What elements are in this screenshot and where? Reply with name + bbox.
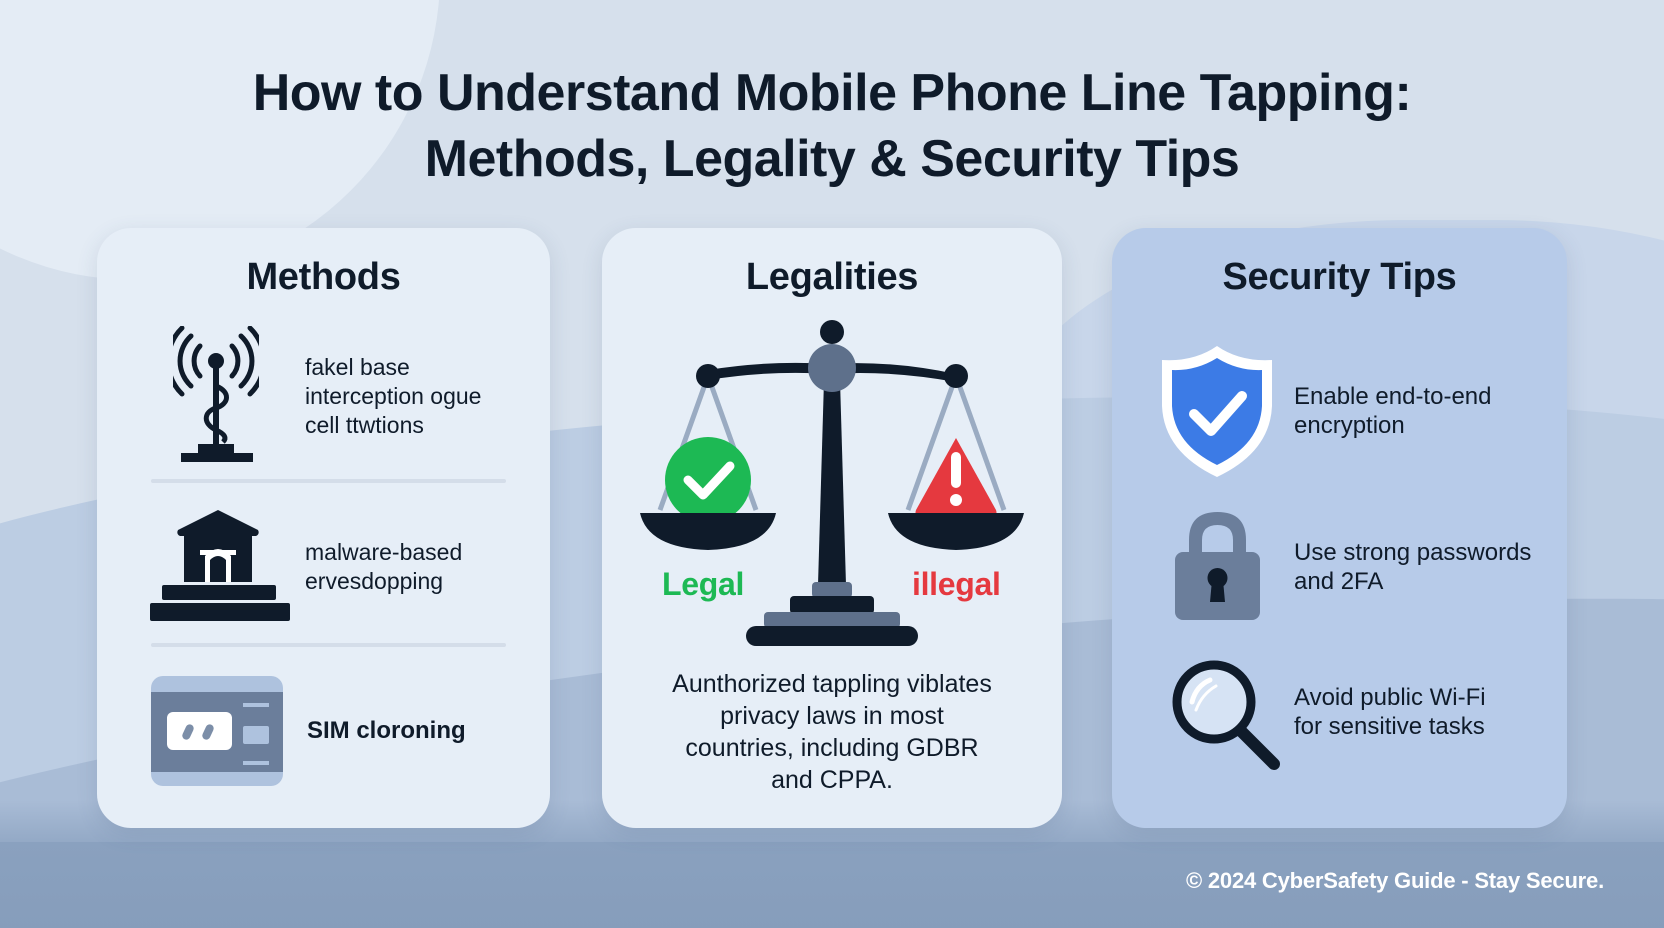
legalities-description: Aunthorized tappling viblates privacy la…: [622, 668, 1042, 796]
cell-tower-icon: [173, 326, 259, 462]
security-item-2-text: Use strong passwords and 2FA: [1294, 538, 1531, 596]
method-item-2-line-2: ervesdopping: [305, 568, 444, 594]
methods-card-title: Methods: [246, 256, 401, 298]
method-item-3-line-1: SIM cloroning: [307, 717, 466, 744]
illegal-label: illegal: [912, 566, 1001, 602]
shield-check-icon: [1158, 344, 1276, 479]
legalities-card-title: Legalities: [745, 256, 919, 298]
background-bottom-band: [0, 842, 1664, 928]
security-tips-card: Security Tips Enable end-to-end encrypti…: [1112, 228, 1567, 828]
security-item-1-line-2: encryption: [1294, 412, 1405, 439]
legal-desc-line-2: privacy laws in most: [720, 702, 944, 730]
security-card-title: Security Tips: [1222, 256, 1457, 298]
legal-desc-line-3: countries, including GDBR: [685, 734, 979, 762]
legalities-card: Legalities: [602, 228, 1062, 828]
method-item-3-text: SIM cloroning: [307, 716, 466, 745]
footer-copyright: © 2024 CyberSafety Guide - Stay Secure.: [1185, 868, 1604, 893]
padlock-icon: [1175, 508, 1260, 620]
security-item-3-line-1: Avoid public Wi-Fi: [1294, 684, 1486, 711]
method-item-1-text: fakel base interception ogue cell ttwtio…: [305, 353, 481, 440]
methods-divider-1: [151, 479, 506, 483]
methods-card: Methods fakel base interception ogue cel…: [97, 228, 550, 828]
security-item-2-line-2: and 2FA: [1294, 568, 1384, 595]
method-item-2-line-1: malware-based: [305, 539, 463, 565]
scales-of-justice-icon: [640, 320, 1024, 650]
page-title: How to Understand Mobile Phone Line Tapp…: [0, 60, 1664, 192]
legal-desc-line-4: and CPPA.: [771, 766, 893, 794]
magnifying-glass-icon: [1172, 660, 1282, 772]
security-item-1-line-1: Enable end-to-end: [1294, 383, 1492, 410]
security-item-3-text: Avoid public Wi-Fi for sensitive tasks: [1294, 683, 1486, 741]
method-item-2-text: malware-based ervesdopping: [305, 538, 462, 596]
sim-card-icon: [151, 676, 283, 786]
method-item-1-line-1: fakel base: [305, 354, 410, 380]
security-item-2-line-1: Use strong passwords: [1294, 539, 1532, 566]
page-title-line-2: Methods, Legality & Security Tips: [424, 130, 1240, 188]
page-title-line-1: How to Understand Mobile Phone Line Tapp…: [252, 64, 1412, 122]
legal-label: Legal: [662, 566, 745, 602]
security-item-3-line-2: for sensitive tasks: [1294, 713, 1485, 740]
method-item-1-line-3: cell ttwtions: [305, 412, 424, 438]
method-item-1-line-2: interception ogue: [305, 383, 482, 409]
legal-desc-line-1: Aunthorized tappling viblates: [672, 670, 992, 698]
methods-divider-2: [151, 643, 506, 647]
security-item-1-text: Enable end-to-end encryption: [1294, 382, 1491, 440]
building-icon: [148, 506, 290, 624]
